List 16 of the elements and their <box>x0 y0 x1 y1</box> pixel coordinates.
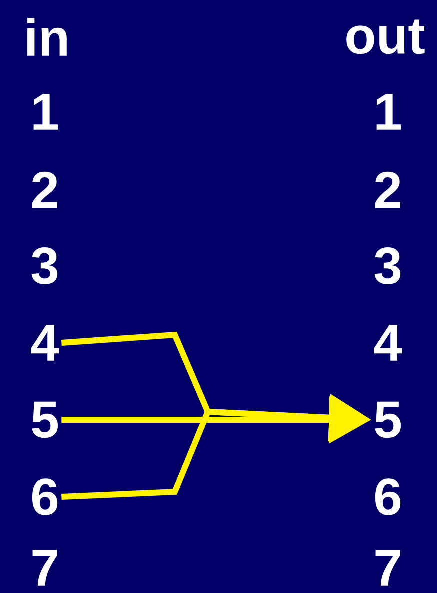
column-heading: out <box>346 20 425 54</box>
number: 6 <box>375 478 401 516</box>
column-heading: in <box>28 18 67 56</box>
number: 4 <box>31 325 60 361</box>
number: 4 <box>374 325 402 361</box>
number: 7 <box>32 550 58 586</box>
number: 7 <box>376 550 400 586</box>
number: 3 <box>32 248 58 284</box>
number: 5 <box>375 402 402 438</box>
number: 5 <box>32 402 58 438</box>
number: 6 <box>32 478 58 516</box>
number: 1 <box>376 94 402 130</box>
number: 2 <box>32 172 58 208</box>
number: 3 <box>374 248 401 284</box>
number: 1 <box>34 94 58 130</box>
number: 2 <box>375 172 400 208</box>
